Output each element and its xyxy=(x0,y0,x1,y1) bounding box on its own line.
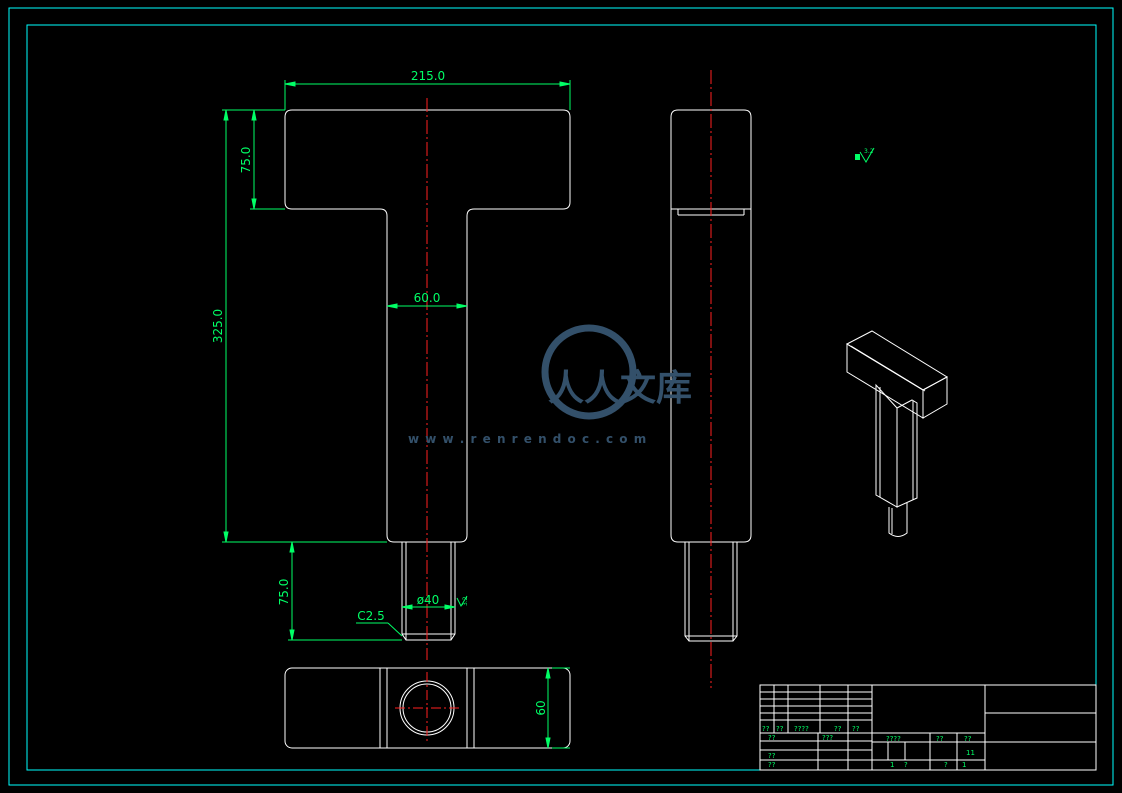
outer-frame xyxy=(8,7,1114,786)
tb-cell: 1 xyxy=(962,761,966,769)
tb-cell: ?? xyxy=(936,735,944,743)
title-block xyxy=(759,684,1097,771)
watermark: 人人文库 w w w . r e n r e n d o c . c o m xyxy=(408,324,692,446)
top-view-dimension xyxy=(545,667,570,749)
tb-cell: ?? xyxy=(762,725,770,733)
side-pin-outline xyxy=(684,542,738,642)
dim-shaft-width: 60.0 xyxy=(414,291,441,305)
dim-roughness: 3.2 xyxy=(462,596,469,606)
watermark-name: 人人文库 xyxy=(548,368,692,409)
tb-cell: 1 xyxy=(890,761,894,769)
dim-pin-diameter: ø40 xyxy=(417,593,440,607)
tb-cell: ?? xyxy=(768,761,776,769)
dim-pin-length: 75.0 xyxy=(277,579,291,606)
top-view-square xyxy=(386,667,468,749)
isometric-view xyxy=(845,330,949,537)
tb-cell: ???? xyxy=(886,735,901,743)
watermark-logo-circle xyxy=(541,324,637,420)
tb-cell: ?? xyxy=(776,725,784,733)
tb-cell: ? xyxy=(904,761,908,769)
tb-cell: ???? xyxy=(794,725,809,733)
tb-cell: ??? xyxy=(822,734,833,742)
dim-total-height: 325.0 xyxy=(211,309,225,343)
tb-cell: ? xyxy=(944,761,948,769)
dim-chamfer: C2.5 xyxy=(357,609,384,623)
tb-cell: ?? xyxy=(768,734,776,742)
roughness-note-value: 3.2 xyxy=(864,148,874,155)
tb-cell: ?? xyxy=(852,725,860,733)
pin-outline xyxy=(401,542,456,641)
side-view-outline xyxy=(670,109,752,543)
dim-head-height: 75.0 xyxy=(239,147,253,174)
dim-top-width: 215.0 xyxy=(411,69,445,83)
tb-cell: ?? xyxy=(834,725,842,733)
front-view-outline xyxy=(284,109,571,543)
tb-cell: ?? xyxy=(768,752,776,760)
front-dimensions xyxy=(222,80,571,641)
watermark-url: w w w . r e n r e n d o c . c o m xyxy=(408,432,647,446)
tb-cell: 11 xyxy=(966,749,975,757)
roughness-note: 3.2 xyxy=(855,147,875,163)
title-block-text: ?? ?? ???? ?? ?? ??? ?? ?? ?? ???? ?? ??… xyxy=(762,725,975,769)
tb-cell: ?? xyxy=(964,735,972,743)
dim-bottom-depth: 60 xyxy=(534,700,548,715)
inner-frame xyxy=(26,24,1097,771)
top-view-centerlines xyxy=(395,672,460,744)
